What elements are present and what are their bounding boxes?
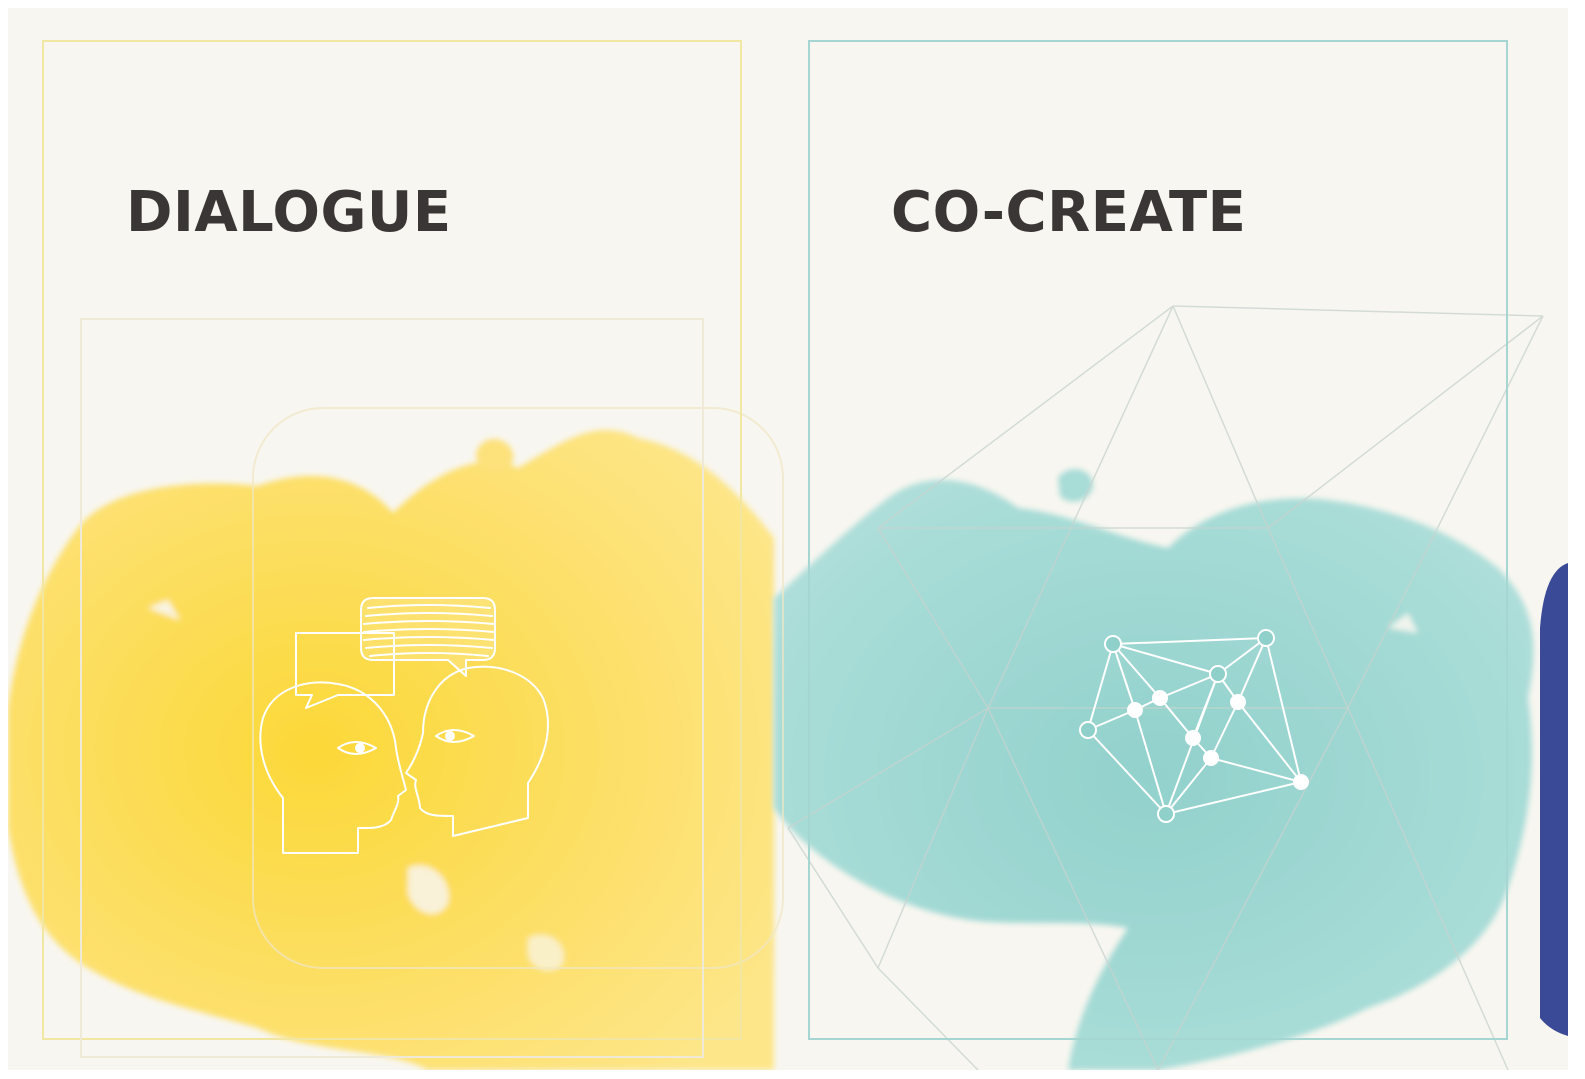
- navy-watercolor-blob: [1540, 563, 1568, 1036]
- dialogue-card-title: DIALOGUE: [126, 180, 452, 245]
- dialogue-heads-icon: [259, 597, 549, 854]
- dialogue-inner-rounded-frame: [252, 407, 784, 969]
- network-nodes-icon: [1079, 629, 1309, 823]
- cards-row: DIALOGUE CO-CREATE: [8, 8, 1568, 1070]
- cocreate-card-frame: [808, 40, 1508, 1040]
- dialogue-card-frame: [42, 40, 742, 1040]
- cocreate-card-title: CO-CREATE: [891, 180, 1247, 245]
- yellow-watercolor-blob: [8, 429, 774, 1070]
- dialogue-inner-frame: [80, 318, 704, 1058]
